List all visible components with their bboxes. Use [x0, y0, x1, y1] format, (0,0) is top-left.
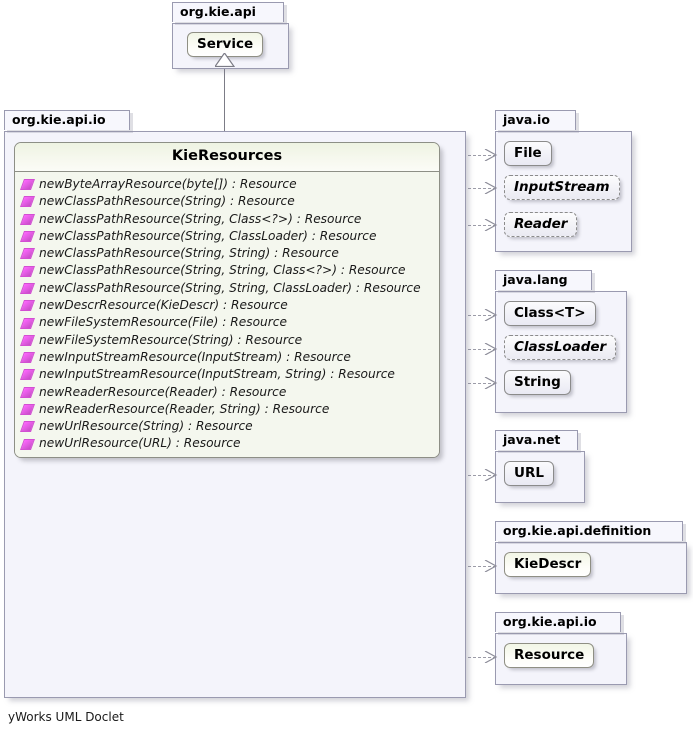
- class-member-label: newReaderResource(Reader) : Resource: [39, 384, 287, 399]
- dependency-edge-inputstream: [438, 188, 496, 189]
- tool-credit-label: yWorks UML Doclet: [8, 710, 124, 724]
- class-member-row: newClassPathResource(String) : Resource: [15, 193, 439, 210]
- dependency-edge-string: [438, 383, 496, 384]
- public-method-icon: [19, 334, 36, 346]
- class-member-label: newFileSystemResource(File) : Resource: [39, 315, 287, 330]
- class-member-row: newReaderResource(Reader) : Resource: [15, 384, 439, 401]
- class-name-label: InputStream: [514, 179, 610, 195]
- dependency-edge-file: [438, 155, 496, 156]
- dependency-arrowhead-icon: [484, 219, 498, 231]
- class-member-label: newUrlResource(String) : Resource: [39, 419, 253, 434]
- class-member-row: newClassPathResource(String, ClassLoader…: [15, 228, 439, 245]
- dependency-edge-kiedescr: [438, 566, 496, 567]
- class-name-label: URL: [514, 465, 544, 481]
- dependency-arrowhead-icon: [484, 377, 498, 389]
- class-member-row: newClassPathResource(String, String) : R…: [15, 245, 439, 262]
- class-name-label: File: [514, 145, 542, 161]
- class-member-label: newInputStreamResource(InputStream) : Re…: [39, 349, 351, 364]
- class-box-kieresources[interactable]: KieResources newByteArrayResource(byte[]…: [14, 142, 440, 458]
- package-tab-label: org.kie.api.io: [4, 110, 130, 130]
- class-member-label: newClassPathResource(String, String, Cla…: [39, 263, 406, 278]
- dependency-arrowhead-icon: [484, 182, 498, 194]
- dependency-arrowhead-icon: [484, 149, 498, 161]
- class-member-row: newUrlResource(String) : Resource: [15, 418, 439, 435]
- public-method-icon: [19, 213, 36, 225]
- class-member-label: newClassPathResource(String, String) : R…: [39, 246, 339, 261]
- public-method-icon: [19, 386, 36, 398]
- dependency-edge-classloader: [438, 349, 496, 350]
- class-member-row: newFileSystemResource(File) : Resource: [15, 314, 439, 331]
- class-name-label: Service: [197, 36, 254, 52]
- package-tab-label: java.lang: [495, 270, 592, 290]
- class-member-label: newReaderResource(Reader, String) : Reso…: [39, 401, 330, 416]
- public-method-icon: [19, 421, 36, 433]
- class-member-label: newInputStreamResource(InputStream, Stri…: [39, 367, 395, 382]
- class-node-classloader[interactable]: ClassLoader: [504, 335, 617, 360]
- class-node-url[interactable]: URL: [504, 461, 554, 486]
- class-node-file[interactable]: File: [504, 141, 552, 166]
- class-node-kiedescr[interactable]: KieDescr: [504, 552, 592, 577]
- public-method-icon: [19, 300, 36, 312]
- class-member-row: newByteArrayResource(byte[]) : Resource: [15, 176, 439, 193]
- class-member-row: newInputStreamResource(InputStream, Stri…: [15, 366, 439, 383]
- package-tab-label: java.io: [495, 110, 576, 130]
- class-member-row: newFileSystemResource(String) : Resource: [15, 332, 439, 349]
- class-member-label: newFileSystemResource(String) : Resource: [39, 332, 303, 347]
- class-member-label: newClassPathResource(String, String, Cla…: [39, 280, 421, 295]
- class-name-label: Class<T>: [514, 305, 586, 321]
- class-member-label: newUrlResource(URL) : Resource: [39, 436, 241, 451]
- class-node-string[interactable]: String: [504, 370, 571, 395]
- package-tab-label: java.net: [495, 430, 578, 450]
- class-member-row: newDescrResource(KieDescr) : Resource: [15, 297, 439, 314]
- class-member-label: newClassPathResource(String) : Resource: [39, 194, 295, 209]
- class-member-row: newUrlResource(URL) : Resource: [15, 435, 439, 452]
- dependency-arrowhead-icon: [484, 469, 498, 481]
- public-method-icon: [19, 404, 36, 415]
- class-member-label: newDescrResource(KieDescr) : Resource: [39, 298, 288, 313]
- public-method-icon: [19, 438, 36, 450]
- dependency-edge-reader: [438, 225, 496, 226]
- public-method-icon: [19, 179, 36, 191]
- public-method-icon: [19, 369, 36, 381]
- class-member-row: newClassPathResource(String, String, Cla…: [15, 262, 439, 279]
- generalization-arrowhead-icon: [215, 53, 235, 67]
- class-node-inputstream[interactable]: InputStream: [504, 175, 620, 200]
- class-name-label: KieDescr: [514, 556, 582, 572]
- class-node-resource[interactable]: Resource: [504, 643, 595, 668]
- generalization-edge: [224, 66, 225, 144]
- public-method-icon: [19, 265, 36, 277]
- class-member-row: newReaderResource(Reader, String) : Reso…: [15, 401, 439, 418]
- package-tab-label: org.kie.api.definition: [495, 521, 683, 541]
- class-name-label: ClassLoader: [514, 339, 607, 355]
- dependency-arrowhead-icon: [484, 560, 498, 572]
- class-name-label: Reader: [514, 216, 568, 232]
- dependency-arrowhead-icon: [484, 343, 498, 355]
- class-title-kieresources: KieResources: [15, 143, 439, 172]
- class-member-label: newByteArrayResource(byte[]) : Resource: [39, 177, 297, 191]
- public-method-icon: [19, 282, 36, 294]
- dependency-edge-class: [438, 315, 496, 316]
- public-method-icon: [19, 248, 36, 260]
- class-name-label: Resource: [514, 647, 585, 663]
- class-node-class[interactable]: Class<T>: [504, 301, 596, 326]
- dependency-arrowhead-icon: [484, 651, 498, 663]
- package-tab-label: org.kie.api.io: [495, 612, 621, 632]
- package-tab-label: org.kie.api: [172, 2, 284, 22]
- class-member-label: newClassPathResource(String, ClassLoader…: [39, 228, 377, 243]
- dependency-arrowhead-icon: [484, 309, 498, 321]
- class-member-label: newClassPathResource(String, Class<?>) :…: [39, 211, 362, 226]
- class-member-row: newClassPathResource(String, String, Cla…: [15, 280, 439, 297]
- dependency-edge-url: [438, 475, 496, 476]
- class-node-reader[interactable]: Reader: [504, 212, 578, 237]
- public-method-icon: [19, 196, 36, 208]
- class-name-label: String: [514, 374, 561, 390]
- class-member-row: newClassPathResource(String, Class<?>) :…: [15, 211, 439, 228]
- public-method-icon: [19, 317, 36, 329]
- dependency-edge-resource: [438, 657, 496, 658]
- class-members-list: newByteArrayResource(byte[]) : Resource n…: [15, 172, 439, 457]
- class-member-row: newInputStreamResource(InputStream) : Re…: [15, 349, 439, 366]
- public-method-icon: [19, 352, 36, 364]
- public-method-icon: [19, 231, 36, 243]
